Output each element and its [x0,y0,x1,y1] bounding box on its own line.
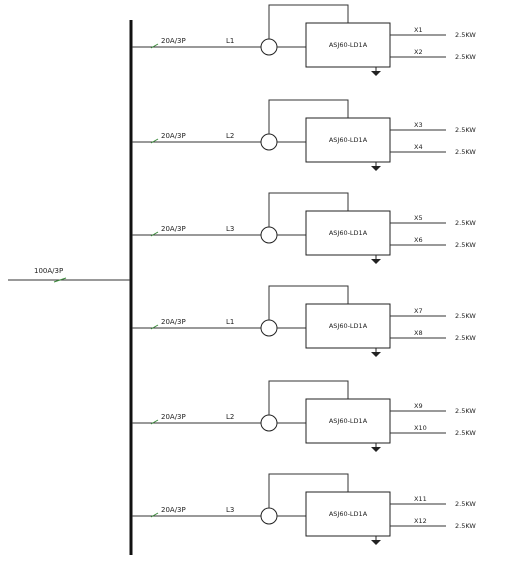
branch-breaker-symbol [150,43,159,49]
module-box [305,117,391,163]
output-id-label: X7 [414,307,423,315]
output-load-label: 2.5KW [455,31,476,39]
main-feed: 100A/3P [8,20,133,555]
output-load-label: 2.5KW [455,126,476,134]
ground-icon [371,259,381,264]
ground-icon [371,352,381,357]
ground-icon [371,71,381,76]
output-load-label: 2.5KW [455,241,476,249]
branch-breaker-label: 20A/3P [161,132,186,140]
output-id-label: X4 [414,143,423,151]
output-load-label: 2.5KW [455,312,476,320]
module-box [305,22,391,68]
ground-icon [371,166,381,171]
module-box [305,491,391,537]
branch-breaker-label: 20A/3P [161,37,186,45]
main-breaker-symbol [53,277,67,283]
output-id-label: X11 [414,495,427,503]
branch-phase-label: L2 [226,413,234,421]
output-id-label: X2 [414,48,423,56]
current-transformer-icon [260,38,278,56]
branch-phase-label: L2 [226,132,234,140]
module-box [305,398,391,444]
branch-breaker-symbol [150,324,159,330]
current-transformer-icon [260,133,278,151]
output-load-label: 2.5KW [455,407,476,415]
branch-phase-label: L3 [226,225,234,233]
output-load-label: 2.5KW [455,500,476,508]
output-load-label: 2.5KW [455,429,476,437]
ct-signal-loop [268,285,349,320]
branch-breaker-label: 20A/3P [161,413,186,421]
ct-signal-loop [268,192,349,227]
branch-breaker-label: 20A/3P [161,506,186,514]
output-id-label: X12 [414,517,427,525]
current-transformer-icon [260,507,278,525]
ct-signal-loop [268,99,349,134]
output-load-label: 2.5KW [455,148,476,156]
module-label: ASJ60-LD1A [329,510,368,518]
branch-breaker-symbol [150,138,159,144]
current-transformer-icon [260,414,278,432]
current-transformer-icon [260,319,278,337]
module-label: ASJ60-LD1A [329,229,368,237]
output-id-label: X1 [414,26,423,34]
module-label: ASJ60-LD1A [329,41,368,49]
output-id-label: X8 [414,329,423,337]
ground-icon [371,540,381,545]
output-load-label: 2.5KW [455,522,476,530]
current-transformer-icon [260,226,278,244]
branch-breaker-label: 20A/3P [161,318,186,326]
module-label: ASJ60-LD1A [329,322,368,330]
module-label: ASJ60-LD1A [329,136,368,144]
branch-phase-label: L1 [226,318,234,326]
output-id-label: X3 [414,121,423,129]
ct-signal-loop [268,380,349,415]
ground-icon [371,447,381,452]
branch-breaker-label: 20A/3P [161,225,186,233]
output-id-label: X5 [414,214,423,222]
module-label: ASJ60-LD1A [329,417,368,425]
output-load-label: 2.5KW [455,219,476,227]
output-id-label: X6 [414,236,423,244]
branch-phase-label: L3 [226,506,234,514]
main-breaker-label: 100A/3P [34,267,63,275]
module-box [305,210,391,256]
module-box [305,303,391,349]
branch-breaker-symbol [150,512,159,518]
output-id-label: X10 [414,424,427,432]
output-load-label: 2.5KW [455,334,476,342]
ct-signal-loop [268,473,349,508]
ct-signal-loop [268,4,349,39]
output-load-label: 2.5KW [455,53,476,61]
branch-phase-label: L1 [226,37,234,45]
branch-breaker-symbol [150,231,159,237]
output-id-label: X9 [414,402,423,410]
branch-breaker-symbol [150,419,159,425]
